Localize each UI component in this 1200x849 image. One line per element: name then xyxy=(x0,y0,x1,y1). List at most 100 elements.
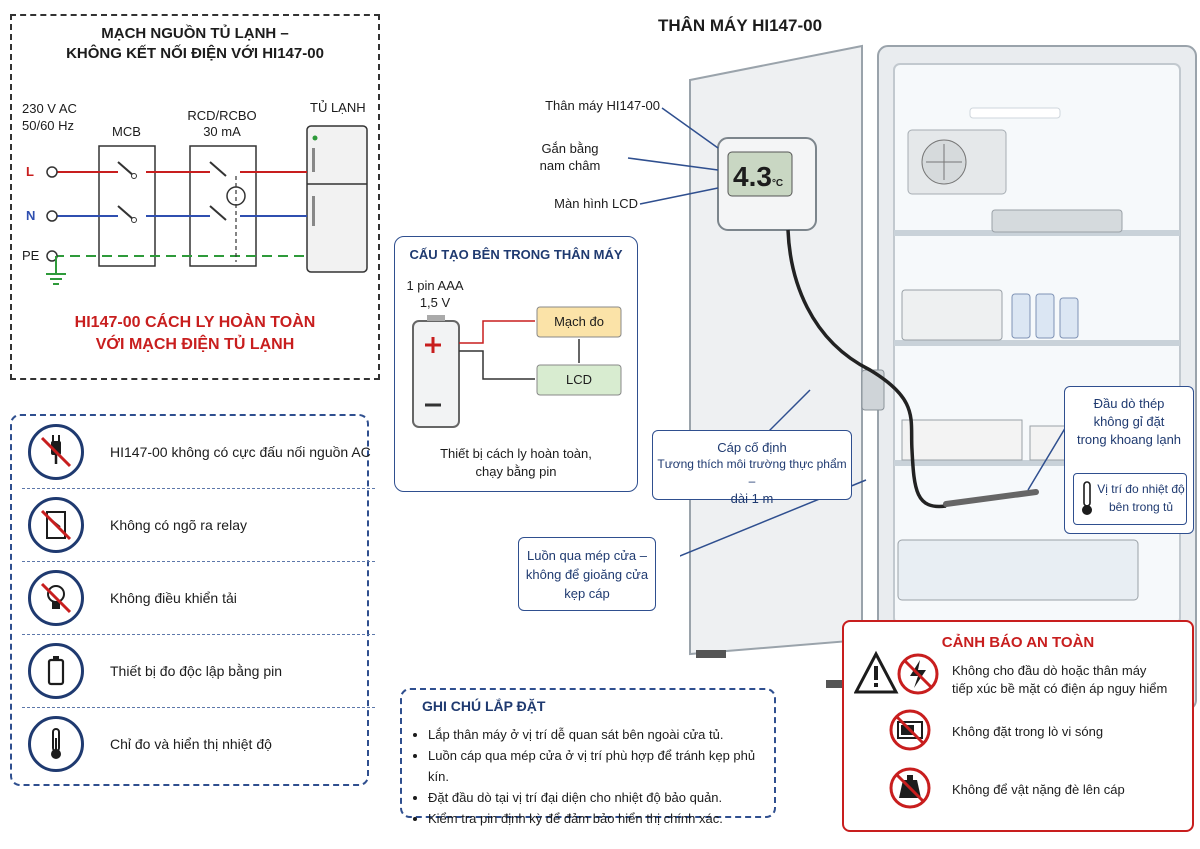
label-n: N xyxy=(26,208,36,223)
fridge-outline xyxy=(306,125,368,273)
probe-position-line2: bên trong tủ xyxy=(1108,500,1174,514)
door-line2: không để gioăng cửa xyxy=(525,567,649,582)
no-relay-icon xyxy=(28,497,84,553)
weight-icon xyxy=(888,766,932,815)
battery-voltage: 1,5 V xyxy=(419,295,451,310)
install-item: Luồn cáp qua mép cửa ở vị trí phù hợp để… xyxy=(428,745,770,787)
battery-type: 1 pin AAA xyxy=(406,278,464,293)
internal-panel: CẤU TẠO BÊN TRONG THÂN MÁY 1 pin AAA 1,5… xyxy=(394,236,638,492)
feature-no-load: Không điều khiển tải xyxy=(22,562,375,635)
no-load-control-icon xyxy=(28,570,84,626)
device-pointer-lines xyxy=(627,107,719,205)
door-callout: Luồn qua mép cửa – không để gioăng cửa k… xyxy=(518,537,656,611)
battery-icon xyxy=(28,643,84,699)
door-line3: kẹp cáp xyxy=(564,586,610,601)
thermometer-icon xyxy=(28,716,84,772)
warning-weight-text: Không để vật nặng đè lên cáp xyxy=(952,782,1125,797)
feature-no-ac: HI147-00 không có cực đấu nối nguồn AC xyxy=(22,416,375,489)
probe-position-box: Vị trí đo nhiệt độ bên trong tủ xyxy=(1073,473,1187,525)
no-plug-icon xyxy=(28,424,84,480)
features-panel: HI147-00 không có cực đấu nối nguồn AC K… xyxy=(10,414,375,786)
measure-label: Mạch đo xyxy=(554,314,604,329)
install-item: Lắp thân máy ở vị trí dễ quan sát bên ng… xyxy=(428,724,770,745)
install-title: GHI CHÚ LẮP ĐẶT xyxy=(422,698,546,714)
measure-box xyxy=(536,306,622,338)
probe-thermometer-icon xyxy=(1082,481,1092,515)
rcd-type: RCD/RCBO xyxy=(187,108,257,123)
rcd-box xyxy=(189,145,257,267)
feature-text: HI147-00 không có cực đấu nối nguồn AC xyxy=(110,444,371,460)
fridge-illustration xyxy=(680,44,1197,711)
mcb-label: MCB xyxy=(112,124,141,139)
warning-voltage-text: Không cho đầu dò hoặc thân máy tiếp xúc … xyxy=(952,662,1167,698)
install-item: Kiểm tra pin định kỳ để đảm bảo hiển thị… xyxy=(428,808,770,829)
feature-text: Chỉ đo và hiển thị nhiệt độ xyxy=(110,736,272,752)
probe-line2: không gỉ đặt xyxy=(1093,414,1165,429)
probe-tip xyxy=(943,489,1039,507)
supply-label: 230 V AC 50/60 Hz xyxy=(22,100,77,134)
install-item: Đặt đầu dò tại vị trí đại diện cho nhiệt… xyxy=(428,787,770,808)
label-magnet-line2: nam châm xyxy=(539,158,601,173)
internal-note-line2: chạy bằng pin xyxy=(475,464,557,479)
warning-voltage-line2: tiếp xúc bề mặt có điện áp nguy hiểm xyxy=(952,681,1168,696)
device-title: THÂN MÁY HI147-00 xyxy=(657,16,823,35)
internal-note: Thiết bị cách ly hoàn toàn, chạy bằng pi… xyxy=(395,445,637,481)
label-magnet-line1: Gắn bằng xyxy=(541,141,599,156)
cable-line2: Tương thích môi trường thực phẩm – xyxy=(657,457,847,488)
cable-line1: Cáp cố định xyxy=(717,440,787,455)
isolation-line2: VỚI MẠCH ĐIỆN TỦ LẠNH xyxy=(95,336,295,353)
door-line1: Luồn qua mép cửa – xyxy=(526,548,647,563)
reading-value: 4.3 xyxy=(733,161,772,192)
feature-thermometer: Chỉ đo và hiển thị nhiệt độ xyxy=(22,708,375,780)
install-list: Lắp thân máy ở vị trí dễ quan sát bên ng… xyxy=(410,724,770,829)
feature-text: Không có ngõ ra relay xyxy=(110,517,247,533)
circuit-panel: MẠCH NGUỒN TỦ LẠNH – KHÔNG KẾT NỐI ĐIỆN … xyxy=(10,14,380,380)
probe-cable xyxy=(786,229,947,509)
internal-note-line1: Thiết bị cách ly hoàn toàn, xyxy=(440,446,592,461)
isolation-note: HI147-00 CÁCH LY HOÀN TOÀN VỚI MẠCH ĐIỆN… xyxy=(12,312,378,356)
warning-voltage-line1: Không cho đầu dò hoặc thân máy xyxy=(952,663,1147,678)
lcd-reading: 4.3°C xyxy=(733,161,783,193)
battery-shape xyxy=(412,320,460,428)
lcd-label: LCD xyxy=(565,372,592,387)
battery-label: 1 pin AAA 1,5 V xyxy=(399,277,471,311)
install-panel: GHI CHÚ LẮP ĐẶT Lắp thân máy ở vị trí dễ… xyxy=(400,688,776,826)
circuit-title-line1: MẠCH NGUỒN TỦ LẠNH – xyxy=(101,25,289,42)
feature-no-relay: Không có ngõ ra relay xyxy=(22,489,375,562)
fridge-label: TỦ LẠNH xyxy=(310,100,366,115)
supply-voltage: 230 V AC xyxy=(22,101,77,116)
circuit-title: MẠCH NGUỒN TỦ LẠNH – KHÔNG KẾT NỐI ĐIỆN … xyxy=(12,24,378,64)
label-lcd: Màn hình LCD xyxy=(554,196,638,211)
warning-microwave-text: Không đặt trong lò vi sóng xyxy=(952,724,1104,739)
reading-unit: °C xyxy=(771,178,784,189)
warning-voltage-icon xyxy=(853,650,940,703)
circuit-title-line2: KHÔNG KẾT NỐI ĐIỆN VỚI HI147-00 xyxy=(66,45,324,62)
lcd-screen xyxy=(727,151,793,197)
label-device-body: Thân máy HI147-00 xyxy=(545,98,660,113)
probe-line3: trong khoang lạnh xyxy=(1076,432,1182,447)
label-l: L xyxy=(26,164,34,179)
isolation-line1: HI147-00 CÁCH LY HOÀN TOÀN xyxy=(74,314,316,331)
feature-battery: Thiết bị đo độc lập bằng pin xyxy=(22,635,375,708)
mcb-box xyxy=(98,145,156,267)
cable-line3: dài 1 m xyxy=(730,491,774,506)
rcd-rating: 30 mA xyxy=(203,124,241,139)
probe-position-line1: Vị trí đo nhiệt độ xyxy=(1097,482,1185,496)
circuit-diagram xyxy=(46,125,368,285)
safety-panel: CẢNH BÁO AN TOÀN Không cho đầu dò hoặc t… xyxy=(842,620,1194,832)
cable-callout: Cáp cố định Tương thích môi trường thực … xyxy=(652,430,852,506)
probe-line1: Đầu dò thép xyxy=(1093,396,1165,411)
internal-title: CẤU TẠO BÊN TRONG THÂN MÁY xyxy=(409,247,623,262)
label-pe: PE xyxy=(22,248,40,263)
label-magnet: Gắn bằng nam châm xyxy=(520,140,620,174)
feature-text: Không điều khiển tải xyxy=(110,590,237,606)
lcd-box xyxy=(536,364,622,396)
safety-title: CẢNH BÁO AN TOÀN xyxy=(941,634,1095,651)
feature-text: Thiết bị đo độc lập bằng pin xyxy=(110,663,283,679)
internal-diagram xyxy=(412,306,622,428)
supply-frequency: 50/60 Hz xyxy=(22,118,75,133)
probe-label: Đầu dò thép không gỉ đặt trong khoang lạ… xyxy=(1065,395,1193,449)
rcd-label: RCD/RCBO 30 mA xyxy=(182,108,262,140)
probe-callout: Đầu dò thép không gỉ đặt trong khoang lạ… xyxy=(1064,386,1194,534)
microwave-icon xyxy=(888,708,932,757)
